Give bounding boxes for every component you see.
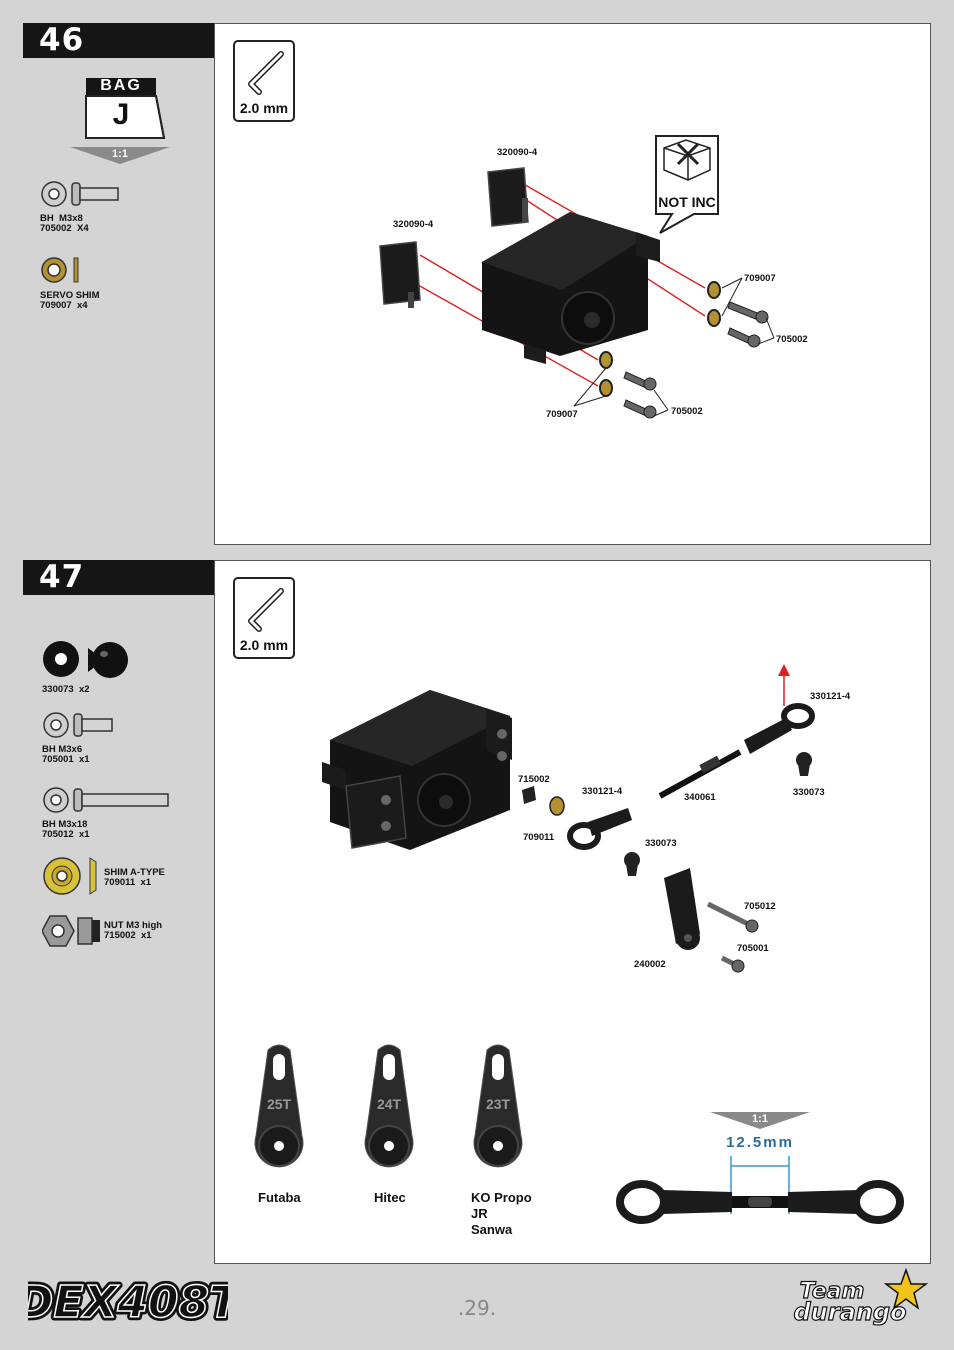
screw-bh-m3x18-icon [42, 786, 170, 814]
servo-mount-illustration [379, 167, 775, 419]
turnbuckle-scale-arrow: 1:1 [710, 1112, 810, 1130]
svg-text:durango: durango [793, 1298, 906, 1326]
callout-320090-4-top: 320090-4 [497, 147, 538, 158]
callout-709007-left: 709007 [546, 409, 578, 420]
not-included-callout: NOT INC [654, 134, 720, 234]
callout-330121-4-right: 330121-4 [810, 691, 851, 702]
turnbuckle-length-label: 12.5mm [726, 1134, 794, 1151]
step-46-number: 46 [23, 23, 215, 58]
screw-bh-m3x8-icon [40, 180, 120, 208]
servo-shim-icon [40, 256, 90, 284]
tool-size-label: 2.0 mm [239, 637, 289, 653]
arm-brand-hitec: Hitec [374, 1190, 406, 1205]
callout-705002-left: 705002 [671, 406, 703, 417]
callout-715002: 715002 [518, 774, 550, 785]
screw-bh-m3x6-icon [42, 711, 122, 739]
svg-text:Team: Team [800, 1279, 865, 1304]
svg-text:DEX408T: DEX408T [28, 1277, 228, 1328]
tooth-count-23t: 23T [485, 1096, 511, 1112]
tool-size-label: 2.0 mm [239, 100, 289, 116]
hex-wrench-tool-box: 2.0 mm [233, 40, 295, 122]
callout-709011: 709011 [523, 832, 555, 843]
bag-letter: J [112, 98, 130, 131]
nut-m3-high-icon [41, 914, 102, 948]
callout-330073-left: 330073 [645, 838, 677, 849]
scale-arrow: 1:1 [70, 147, 170, 165]
callout-330073-right: 330073 [793, 787, 825, 798]
servo-arm-hitec: 24T [354, 1040, 424, 1180]
callout-709007-right: 709007 [744, 273, 776, 284]
callout-340061: 340061 [684, 792, 716, 803]
step-47-number: 47 [23, 560, 215, 595]
part-label-nut-m3-high: NUT M3 high 715002 x1 [104, 920, 163, 941]
servo-arm-futaba: 25T [244, 1040, 314, 1180]
shim-a-type-icon [42, 856, 102, 896]
page-number: .29. [457, 1296, 497, 1320]
servo-linkage-illustration [322, 664, 815, 973]
callout-320090-4-left: 320090-4 [393, 219, 434, 230]
part-label-shim-a-type: SHIM A-TYPE 709011 x1 [104, 867, 165, 888]
part-label-servo-shim: SERVO SHIM 709007 x4 [40, 290, 100, 311]
team-durango-logo: Team durango [772, 1267, 932, 1328]
tooth-count-25t: 25T [266, 1096, 292, 1112]
tooth-count-24t: 24T [376, 1096, 402, 1112]
hex-wrench-icon [248, 51, 284, 95]
part-label-bh-m3x8: BH M3x8 705002 X4 [40, 213, 89, 234]
hex-wrench-icon [248, 588, 284, 632]
bag-icon: BAG J [82, 76, 168, 146]
arm-brand-futaba: Futaba [258, 1190, 301, 1205]
svg-text:DEX408T: DEX408T [28, 1277, 228, 1328]
part-label-bh-m3x6: BH M3x6 705001 x1 [42, 744, 90, 765]
callout-705002-right: 705002 [776, 334, 808, 345]
bag-header: BAG [100, 77, 142, 94]
turnbuckle-illustration [616, 1156, 904, 1224]
arm-brand-ko-propo-jr-sanwa: KO Propo JR Sanwa [471, 1190, 532, 1237]
part-label-bh-m3x18: BH M3x18 705012 x1 [42, 819, 90, 840]
servo-arm-ko-propo: 23T [463, 1040, 533, 1180]
turnbuckle-scale-label: 1:1 [752, 1113, 768, 1125]
step-47-panel [214, 560, 931, 1264]
callout-330121-4-left: 330121-4 [582, 786, 623, 797]
callout-705001: 705001 [737, 943, 769, 954]
callout-705012: 705012 [744, 901, 776, 912]
ball-stud-330073-icon [42, 640, 132, 680]
hex-wrench-tool-box: 2.0 mm [233, 577, 295, 659]
scale-label: 1:1 [112, 148, 128, 160]
part-label-330073: 330073 x2 [42, 684, 90, 695]
not-included-label: NOT INC [658, 194, 716, 210]
product-logo: DEX408T DEX408T [13, 1272, 245, 1332]
callout-240002: 240002 [634, 959, 666, 970]
